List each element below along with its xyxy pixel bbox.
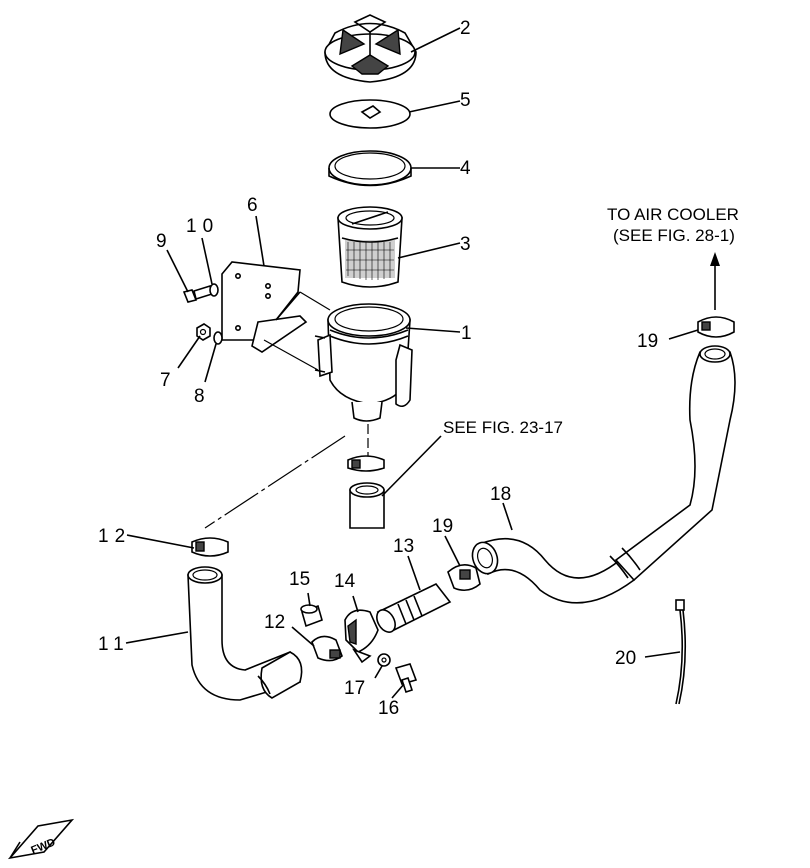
part-8-washer bbox=[213, 331, 223, 345]
part-17-washer bbox=[377, 653, 391, 667]
label-part-10: 10 bbox=[186, 216, 219, 237]
label-part-15: 15 bbox=[289, 569, 310, 590]
hose-clamp-upper bbox=[347, 455, 385, 472]
part-9-bolt bbox=[182, 284, 213, 303]
fwd-label: FWD bbox=[29, 836, 57, 857]
hose-stub bbox=[349, 482, 385, 529]
part-12-clamp-left bbox=[191, 537, 229, 557]
label-part-16: 16 bbox=[378, 698, 399, 719]
part-16-bolt bbox=[394, 663, 418, 694]
part-10-washer bbox=[209, 283, 219, 297]
label-part-20: 20 bbox=[615, 648, 636, 669]
part-19-clamp-lower bbox=[447, 564, 481, 592]
part-5-plate bbox=[329, 99, 411, 129]
part-15-collar bbox=[300, 604, 323, 628]
label-part-9: 9 bbox=[156, 231, 167, 252]
part-20-cable-tie bbox=[675, 599, 687, 705]
part-18-hose bbox=[471, 345, 736, 604]
label-part-19-upper: 19 bbox=[637, 331, 658, 352]
part-2-filter-cap bbox=[324, 14, 417, 83]
label-part-3: 3 bbox=[460, 234, 471, 255]
part-13-connector bbox=[376, 582, 452, 633]
part-7-nut bbox=[196, 323, 211, 341]
label-part-5: 5 bbox=[460, 90, 471, 111]
label-part-12-lower: 12 bbox=[264, 612, 285, 633]
air-cooler-note-line2: (SEE FIG. 28-1) bbox=[613, 226, 735, 245]
label-part-12-left: 12 bbox=[98, 526, 131, 547]
label-part-14: 14 bbox=[334, 571, 356, 592]
part-11-elbow-pipe bbox=[187, 566, 303, 701]
air-cooler-note-line1: TO AIR COOLER bbox=[607, 205, 739, 224]
label-part-8: 8 bbox=[194, 386, 205, 407]
part-3-strainer bbox=[337, 206, 403, 288]
part-6-bracket bbox=[221, 261, 331, 371]
label-part-6: 6 bbox=[247, 195, 258, 216]
label-part-4: 4 bbox=[460, 158, 471, 179]
part-12-clamp-lower bbox=[311, 635, 343, 662]
label-part-11: 11 bbox=[98, 634, 130, 655]
label-part-2: 2 bbox=[460, 18, 471, 39]
part-14-bracket bbox=[344, 609, 379, 664]
label-part-19-lower: 19 bbox=[432, 516, 453, 537]
label-part-1: 1 bbox=[461, 323, 472, 344]
label-part-17: 17 bbox=[344, 678, 365, 699]
fwd-arrow-mark: FWD bbox=[7, 818, 75, 860]
air-cooler-arrow bbox=[710, 252, 720, 310]
leader-lines bbox=[125, 27, 699, 699]
part-1-filter-housing bbox=[314, 303, 413, 422]
part-4-gasket bbox=[328, 150, 412, 187]
see-fig-note: SEE FIG. 23-17 bbox=[443, 418, 563, 437]
label-part-7: 7 bbox=[160, 370, 171, 391]
part-19-clamp-upper bbox=[697, 316, 735, 338]
label-part-13: 13 bbox=[393, 536, 414, 557]
label-part-18: 18 bbox=[490, 484, 511, 505]
